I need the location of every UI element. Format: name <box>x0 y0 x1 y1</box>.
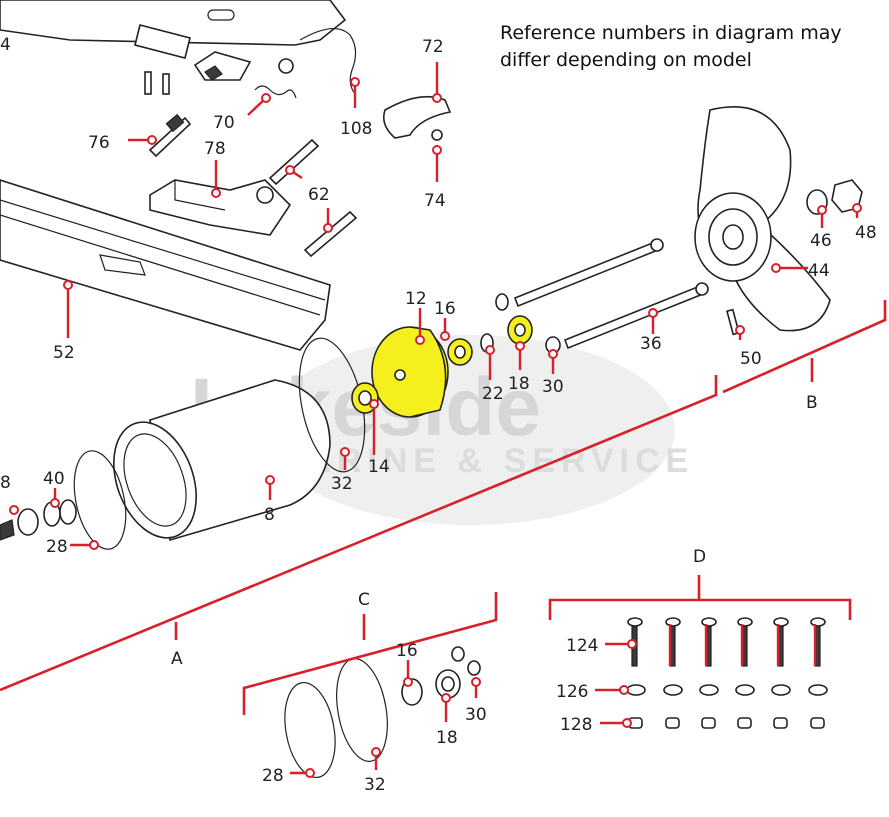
label-74: 74 <box>424 191 446 211</box>
bushing-16-highlighted <box>447 338 473 366</box>
label-78: 78 <box>204 139 226 159</box>
label-32: 32 <box>331 474 353 494</box>
label-c-18: 18 <box>436 728 458 748</box>
label-group-b: B <box>806 393 818 413</box>
label-48: 48 <box>855 223 877 243</box>
propeller-44 <box>694 106 831 332</box>
label-16: 16 <box>434 299 456 319</box>
label-70: 70 <box>213 113 235 133</box>
rail-52 <box>0 179 331 351</box>
label-76: 76 <box>88 133 110 153</box>
label-52: 52 <box>53 343 75 363</box>
label-108: 108 <box>340 119 372 139</box>
bracket-78 <box>149 179 292 236</box>
label-c-16: 16 <box>396 641 418 661</box>
washers-126 <box>626 684 828 696</box>
bushing-18-highlighted <box>507 315 533 345</box>
label-46: 46 <box>810 231 832 251</box>
motor-housing-8 <box>113 379 331 542</box>
label-62: 62 <box>308 185 330 205</box>
watermark-tagline: MARINE & SERVICE <box>272 442 694 480</box>
label-12: 12 <box>405 289 427 309</box>
label-8: 8 <box>264 505 275 525</box>
label-28: 28 <box>46 537 68 557</box>
label-8-left: 8 <box>0 473 11 493</box>
bracket-group-a <box>0 375 718 692</box>
label-c-32: 32 <box>364 775 386 795</box>
label-group-a: A <box>171 649 183 669</box>
label-c-30: 30 <box>465 705 487 725</box>
part-labels: 4 72 70 108 76 78 74 62 52 12 16 22 18 3… <box>0 35 877 795</box>
callout-leaders <box>9 62 862 778</box>
latch-72 <box>382 95 452 141</box>
through-bolts-36 <box>513 238 709 350</box>
label-group-c: C <box>358 590 370 610</box>
label-124: 124 <box>566 636 598 656</box>
label-30: 30 <box>542 377 564 397</box>
nuts-128 <box>628 717 825 729</box>
pins-group-76 <box>144 71 192 158</box>
bracket-group-d <box>548 598 852 620</box>
reference-note: Reference numbers in diagram may differ … <box>500 20 842 74</box>
label-group-d: D <box>693 547 706 567</box>
label-14: 14 <box>368 457 390 477</box>
label-c-28: 28 <box>262 766 284 786</box>
screws-124 <box>627 617 826 667</box>
group-c-parts <box>284 646 481 779</box>
reference-note-line2: differ depending on model <box>500 49 752 71</box>
o-ring-28 <box>73 450 127 550</box>
label-44: 44 <box>808 261 830 281</box>
washer-small <box>495 293 509 311</box>
reference-note-line1: Reference numbers in diagram may <box>500 22 842 44</box>
label-36: 36 <box>640 334 662 354</box>
label-126: 126 <box>556 682 588 702</box>
mount-bracket-top <box>0 0 357 96</box>
label-18: 18 <box>508 374 530 394</box>
label-22: 22 <box>482 384 504 404</box>
hinge-plate <box>193 51 297 99</box>
bracket-group-c <box>242 592 498 715</box>
label-72: 72 <box>422 37 444 57</box>
label-128: 128 <box>560 715 592 735</box>
label-40: 40 <box>43 469 65 489</box>
pins-group-62 <box>268 138 358 258</box>
end-cap-12-highlighted <box>371 326 449 418</box>
label-50: 50 <box>740 349 762 369</box>
label-4: 4 <box>0 35 11 55</box>
group-d-hardware <box>626 617 828 729</box>
bracket-group-b <box>722 300 887 394</box>
